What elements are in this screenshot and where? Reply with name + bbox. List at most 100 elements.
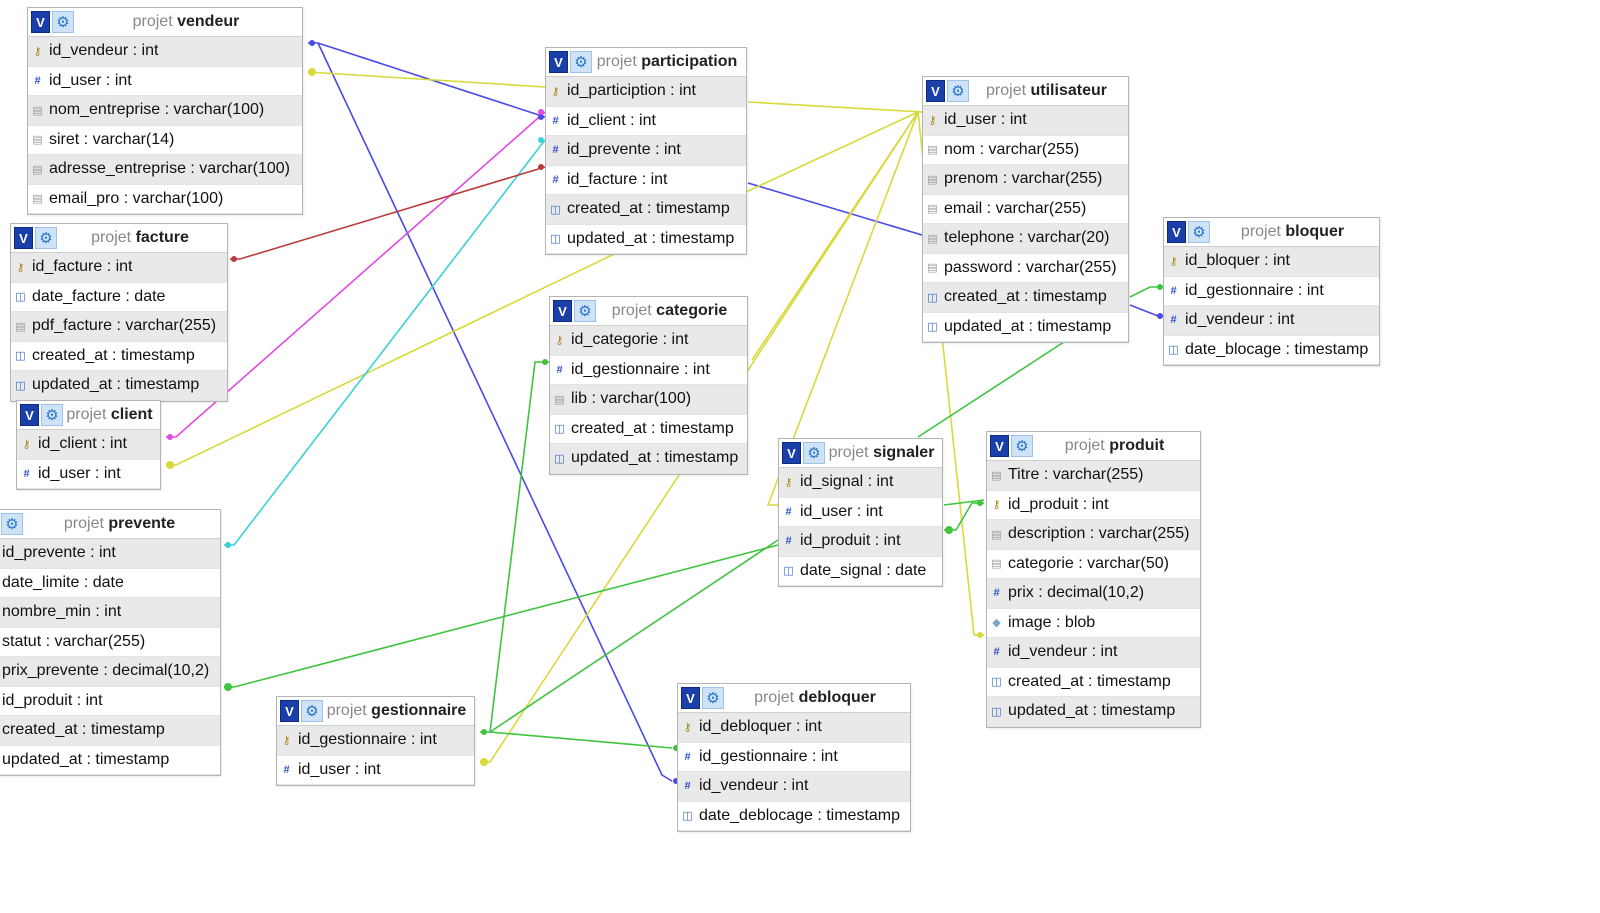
gear-icon[interactable]: ⚙ [574,300,596,322]
column-row[interactable]: id_prevente : int [0,539,220,569]
table-facture[interactable]: V⚙projet facture⚷id_facture : int◫date_f… [10,223,228,402]
toggle-view-icon[interactable]: V [20,404,39,426]
column-row[interactable]: ▤prenom : varchar(255) [923,165,1128,195]
gear-icon[interactable]: ⚙ [1,513,23,535]
column-row[interactable]: #id_facture : int [546,166,746,195]
column-row[interactable]: #id_client : int [546,107,746,136]
column-row[interactable]: #id_produit : int [779,527,942,557]
toggle-view-icon[interactable]: V [926,80,945,102]
column-row[interactable]: ▤password : varchar(255) [923,254,1128,283]
column-row[interactable]: #id_vendeur : int [678,772,910,802]
column-row[interactable]: #id_user : int [277,756,474,785]
gear-icon[interactable]: ⚙ [702,687,724,709]
column-row[interactable]: ▤telephone : varchar(20) [923,224,1128,254]
column-row[interactable]: ⚷id_particiption : int [546,77,746,107]
gear-icon[interactable]: ⚙ [570,51,592,73]
gear-icon[interactable]: ⚙ [52,11,74,33]
toggle-view-icon[interactable]: V [549,51,568,73]
column-row[interactable]: ▤adresse_entreprise : varchar(100) [28,155,302,185]
toggle-view-icon[interactable]: V [14,227,33,249]
column-row[interactable]: ⚷id_client : int [17,430,160,460]
gear-icon[interactable]: ⚙ [1188,221,1210,243]
table-header[interactable]: V⚙projet bloquer [1164,218,1379,247]
table-header[interactable]: V⚙projet vendeur [28,8,302,37]
table-participation[interactable]: V⚙projet participation⚷id_particiption :… [545,47,747,255]
gear-icon[interactable]: ⚙ [1011,435,1033,457]
column-row[interactable]: ◫updated_at : timestamp [923,313,1128,342]
column-row[interactable]: ◫created_at : timestamp [987,668,1200,697]
column-row[interactable]: ◆image : blob [987,609,1200,638]
gear-icon[interactable]: ⚙ [947,80,969,102]
column-row[interactable]: prix_prevente : decimal(10,2) [0,657,220,687]
table-header[interactable]: V⚙projet debloquer [678,684,910,713]
gear-icon[interactable]: ⚙ [35,227,57,249]
column-row[interactable]: #id_gestionnaire : int [678,743,910,772]
column-row[interactable]: #prix : decimal(10,2) [987,579,1200,609]
toggle-view-icon[interactable]: V [553,300,572,322]
table-header[interactable]: ⚙projet prevente [0,510,220,539]
column-row[interactable]: ⚷id_user : int [923,106,1128,136]
column-row[interactable]: ▤description : varchar(255) [987,520,1200,550]
column-row[interactable]: ▤email_pro : varchar(100) [28,185,302,214]
column-row[interactable]: id_produit : int [0,687,220,716]
column-row[interactable]: ◫date_facture : date [11,283,227,312]
column-row[interactable]: #id_user : int [17,460,160,489]
toggle-view-icon[interactable]: V [990,435,1009,457]
table-header[interactable]: V⚙projet signaler [779,439,942,468]
column-row[interactable]: #id_vendeur : int [987,638,1200,668]
table-vendeur[interactable]: V⚙projet vendeur⚷id_vendeur : int#id_use… [27,7,303,215]
column-row[interactable]: created_at : timestamp [0,716,220,746]
gear-icon[interactable]: ⚙ [301,700,323,722]
table-produit[interactable]: V⚙projet produit▤Titre : varchar(255)⚷id… [986,431,1201,728]
column-row[interactable]: #id_user : int [779,498,942,527]
column-row[interactable]: ⚷id_produit : int [987,491,1200,520]
toggle-view-icon[interactable]: V [1167,221,1186,243]
column-row[interactable]: #id_gestionnaire : int [1164,277,1379,306]
column-row[interactable]: ▤lib : varchar(100) [550,385,747,415]
column-row[interactable]: #id_user : int [28,67,302,96]
column-row[interactable]: ◫updated_at : timestamp [546,225,746,254]
table-signaler[interactable]: V⚙projet signaler⚷id_signal : int#id_use… [778,438,943,587]
table-header[interactable]: V⚙projet client [17,401,160,430]
column-row[interactable]: ▤nom_entreprise : varchar(100) [28,96,302,126]
toggle-view-icon[interactable]: V [681,687,700,709]
column-row[interactable]: updated_at : timestamp [0,746,220,775]
column-row[interactable]: #id_prevente : int [546,136,746,166]
table-header[interactable]: V⚙projet produit [987,432,1200,461]
table-client[interactable]: V⚙projet client⚷id_client : int#id_user … [16,400,161,490]
column-row[interactable]: ◫created_at : timestamp [550,415,747,444]
column-row[interactable]: ◫updated_at : timestamp [11,371,227,401]
column-row[interactable]: statut : varchar(255) [0,628,220,657]
column-row[interactable]: date_limite : date [0,569,220,598]
column-row[interactable]: ◫created_at : timestamp [546,195,746,225]
column-row[interactable]: ◫created_at : timestamp [923,283,1128,313]
column-row[interactable]: ▤siret : varchar(14) [28,126,302,155]
toggle-view-icon[interactable]: V [782,442,801,464]
column-row[interactable]: ⚷id_vendeur : int [28,37,302,67]
toggle-view-icon[interactable]: V [280,700,299,722]
column-row[interactable]: ◫updated_at : timestamp [987,697,1200,727]
table-gestionnaire[interactable]: V⚙projet gestionnaire⚷id_gestionnaire : … [276,696,475,786]
column-row[interactable]: ◫date_signal : date [779,557,942,586]
table-bloquer[interactable]: V⚙projet bloquer⚷id_bloquer : int#id_ges… [1163,217,1380,366]
column-row[interactable]: ◫date_blocage : timestamp [1164,336,1379,365]
column-row[interactable]: ⚷id_facture : int [11,253,227,283]
column-row[interactable]: ⚷id_bloquer : int [1164,247,1379,277]
table-header[interactable]: V⚙projet facture [11,224,227,253]
column-row[interactable]: ◫date_deblocage : timestamp [678,802,910,831]
column-row[interactable]: ⚷id_debloquer : int [678,713,910,743]
table-categorie[interactable]: V⚙projet categorie⚷id_categorie : int#id… [549,296,748,475]
column-row[interactable]: ▤categorie : varchar(50) [987,550,1200,579]
table-header[interactable]: V⚙projet participation [546,48,746,77]
column-row[interactable]: ▤nom : varchar(255) [923,136,1128,165]
column-row[interactable]: ▤pdf_facture : varchar(255) [11,312,227,342]
column-row[interactable]: ⚷id_signal : int [779,468,942,498]
table-header[interactable]: V⚙projet utilisateur [923,77,1128,106]
column-row[interactable]: ▤Titre : varchar(255) [987,461,1200,491]
column-row[interactable]: ◫created_at : timestamp [11,342,227,371]
column-row[interactable]: #id_vendeur : int [1164,306,1379,336]
table-utilisateur[interactable]: V⚙projet utilisateur⚷id_user : int▤nom :… [922,76,1129,343]
column-row[interactable]: ▤email : varchar(255) [923,195,1128,224]
toggle-view-icon[interactable]: V [31,11,50,33]
